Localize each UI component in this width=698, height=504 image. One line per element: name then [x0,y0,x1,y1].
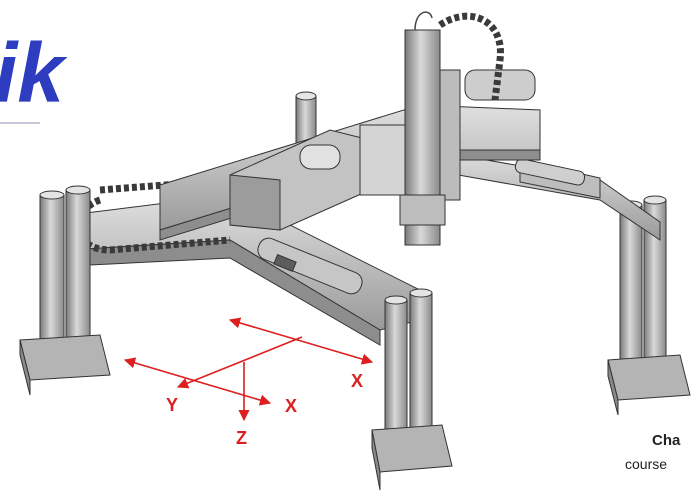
axis-label-y: Y [166,395,178,415]
coordinate-axes [123,317,374,422]
caption-subtitle: course [625,456,668,472]
brand-logo: ik [0,26,68,124]
rear-y-beam [429,149,661,241]
axis-x-diagonal [176,336,303,389]
pillar-front-right [371,288,453,491]
axis-label-x-left: X [285,396,297,416]
logo-underline [0,122,40,124]
axis-x-upper [228,317,374,365]
carriage [229,124,411,231]
pillar-front-left [19,185,111,396]
pillar-back-right [607,195,691,416]
z-axis-column [399,11,446,246]
axis-label-z: Z [236,428,247,448]
axis-label-x-right: X [351,371,363,391]
caption-title: Cha [652,432,681,449]
axis-labels: X X Y Z [166,371,363,448]
cable-chain-top [438,12,504,101]
axis-y [123,357,272,406]
brand-logo-text: ik [0,26,68,120]
